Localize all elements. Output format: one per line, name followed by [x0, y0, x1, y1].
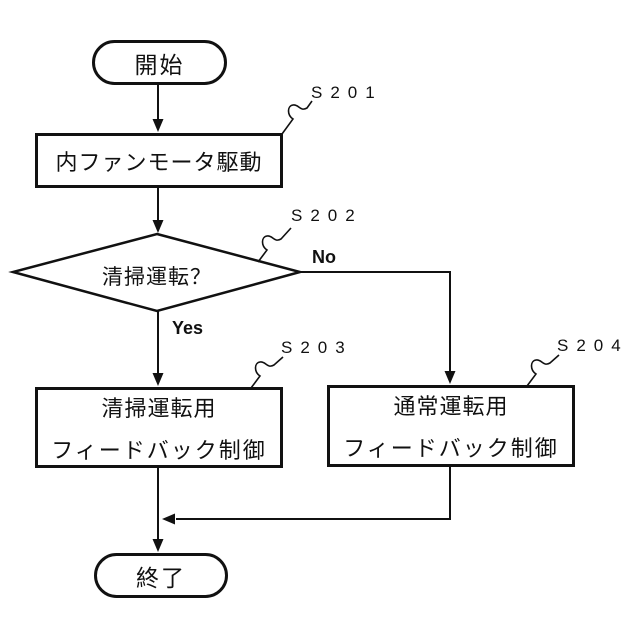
branch-label-no: No [312, 247, 336, 267]
end-terminal: 終了 [94, 553, 228, 598]
decision-s202-label: 清掃運転？ [102, 266, 212, 289]
process-s204-label-line1: 通常運転用 [393, 394, 509, 419]
arrowhead-into-s204 [444, 371, 456, 384]
step-label-s204: S204 [557, 336, 629, 355]
end-terminal-label: 終了 [136, 564, 186, 591]
process-s203: 清掃運転用 フィードバック制御 [35, 387, 283, 468]
start-terminal-label: 開始 [134, 51, 185, 78]
s201-leader-line [281, 100, 313, 135]
s202-leader-line [257, 227, 292, 263]
arrowhead-into-s201 [152, 119, 164, 132]
step-label-s202: S202 [291, 206, 363, 225]
step-label-s203: S203 [281, 338, 353, 357]
process-s203-label-line2: フィードバック制御 [51, 437, 267, 463]
step-label-s201: S201 [311, 83, 383, 102]
process-s201: 内ファンモータ駆動 [35, 133, 283, 188]
s203-leader-line [250, 356, 284, 389]
decision-diamond-shape [8, 232, 305, 313]
arrowhead-into-end [152, 539, 164, 552]
arrowhead-merge-left [162, 513, 175, 525]
process-s204: 通常運転用 フィードバック制御 [327, 385, 575, 467]
process-s204-label-line2: フィードバック制御 [343, 436, 559, 461]
branch-label-yes: Yes [172, 318, 204, 338]
start-terminal: 開始 [92, 40, 227, 85]
arrowhead-into-s203 [152, 373, 164, 386]
arrowhead-into-s202 [152, 220, 164, 233]
process-s201-label: 内ファンモータ駆動 [55, 149, 263, 175]
edge-s202-no-to-s204 [300, 271, 451, 372]
process-s203-label-line1: 清掃運転用 [101, 395, 217, 421]
s204-leader-line [526, 354, 560, 387]
edge-s204-to-merge [176, 467, 451, 520]
